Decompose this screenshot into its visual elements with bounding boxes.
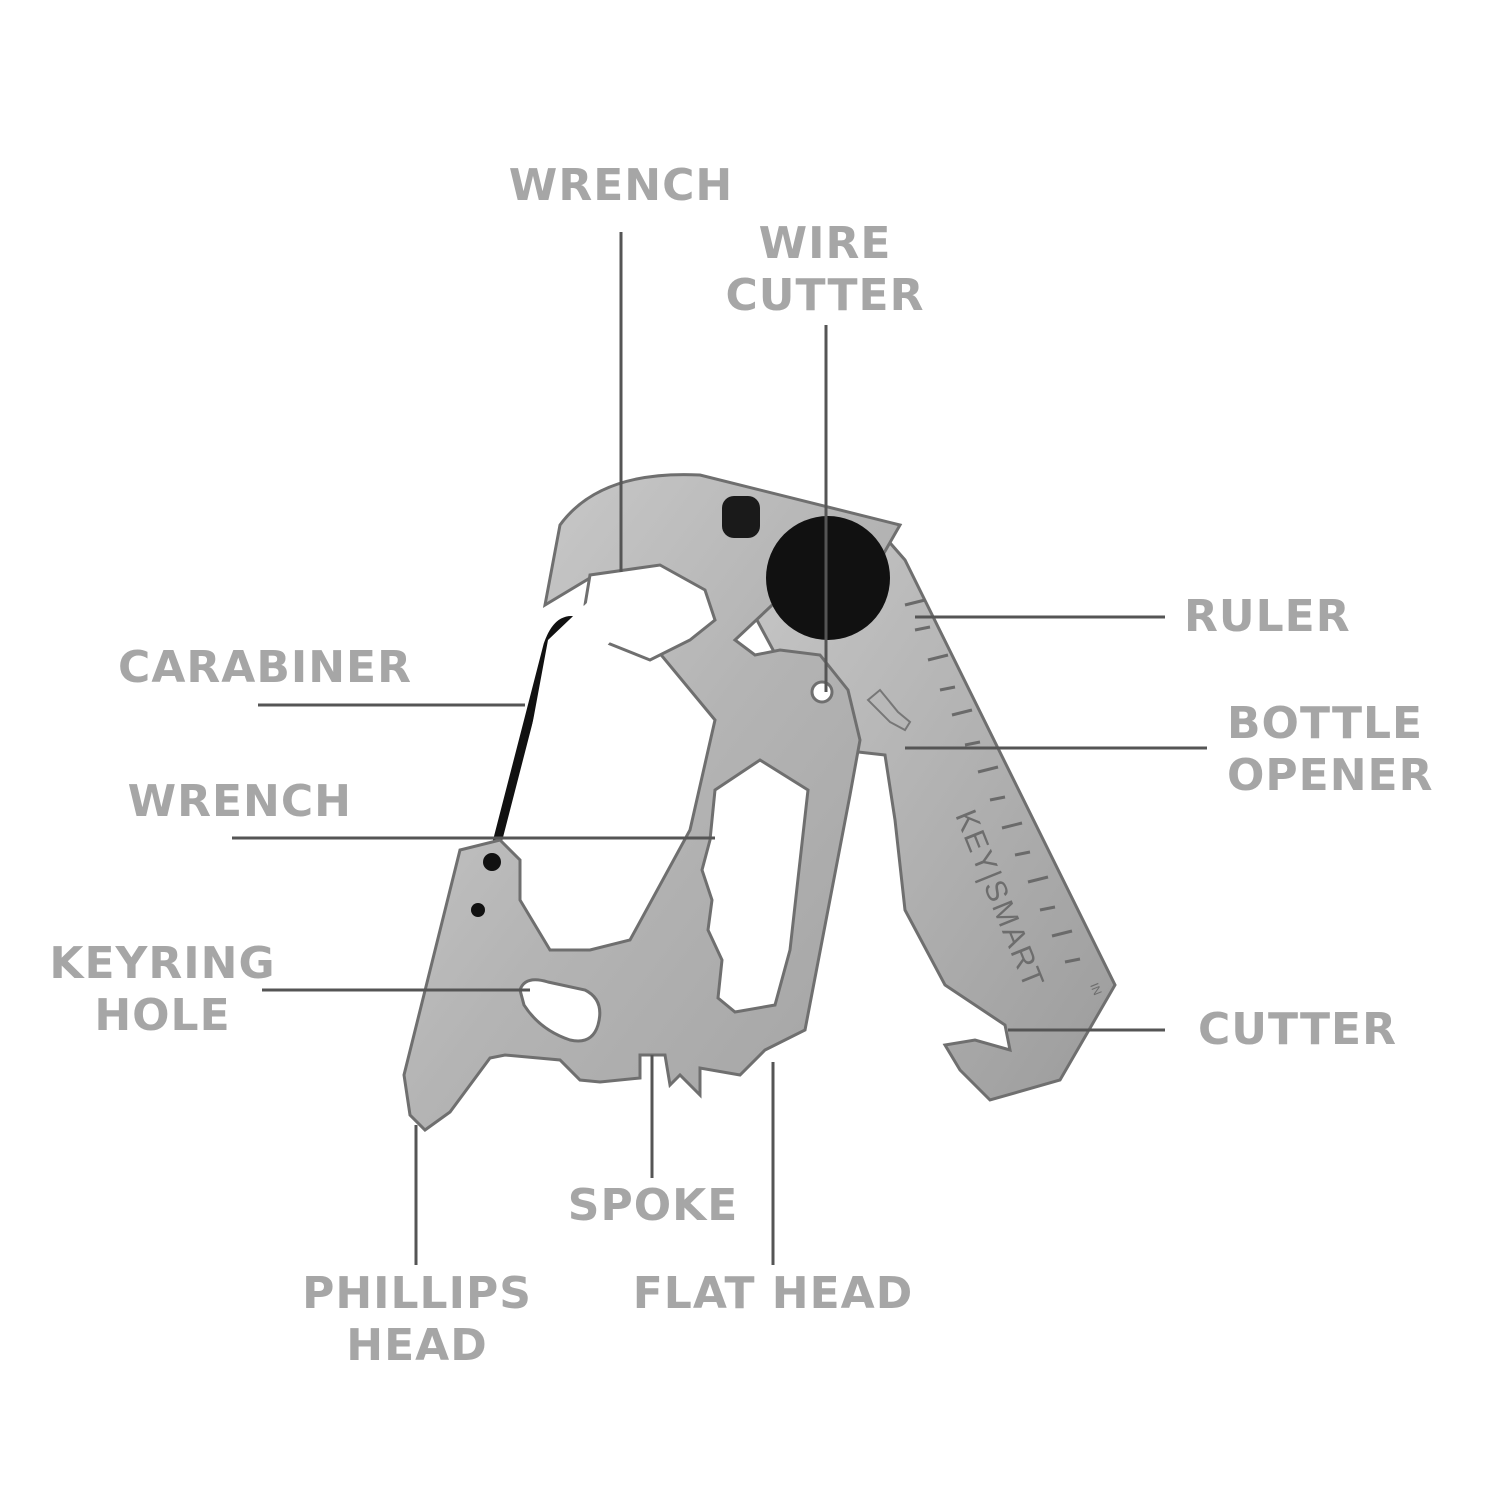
middle-wrench-slot [700, 758, 810, 1014]
wire-cutter-notch [810, 680, 834, 704]
ruler-ticks [904, 598, 1081, 964]
leader-lines [232, 232, 1207, 1265]
label-wire-cutter: WIRE CUTTER [710, 218, 940, 322]
label-carabiner: CARABINER [90, 642, 412, 694]
carabiner-opening [510, 600, 620, 845]
bottle-icon [866, 688, 912, 732]
label-flat-head: FLAT HEAD [612, 1268, 934, 1320]
label-wrench-middle-text: WRENCH [127, 776, 352, 827]
stop-pin [722, 496, 760, 538]
keyring-hole-shape [518, 978, 602, 1043]
label-bottle-opener: BOTTLE OPENER [1227, 698, 1467, 802]
label-wrench-top-text: WRENCH [508, 160, 734, 211]
label-wrench-middle: WRENCH [90, 776, 352, 828]
label-spoke: SPOKE [548, 1180, 758, 1232]
label-ruler: RULER [1184, 591, 1384, 643]
wire-end [483, 853, 501, 871]
ruler-unit: IN [1087, 981, 1104, 997]
label-phillips-head: PHILLIPS HEAD [290, 1268, 544, 1372]
label-keyring-hole-line2: HOLE [94, 990, 231, 1041]
label-wire-cutter-line1: WIRE [758, 218, 892, 269]
label-bottle-opener-line1: BOTTLE [1227, 698, 1424, 749]
label-keyring-hole: KEYRING HOLE [40, 938, 285, 1042]
label-bottle-opener-line2: OPENER [1227, 750, 1434, 801]
label-carabiner-text: CARABINER [118, 642, 412, 693]
label-cutter: CUTTER [1198, 1004, 1418, 1056]
top-wrench-cutout [583, 563, 717, 662]
label-wire-cutter-line2: CUTTER [725, 270, 925, 321]
label-spoke-text: SPOKE [567, 1180, 739, 1231]
pivot-rivet [766, 516, 890, 640]
label-phillips-head-line2: HEAD [346, 1320, 488, 1371]
label-cutter-text: CUTTER [1198, 1004, 1397, 1055]
small-hole [471, 903, 485, 917]
label-ruler-text: RULER [1184, 591, 1351, 642]
label-flat-head-text: FLAT HEAD [632, 1268, 914, 1319]
label-wrench-top: WRENCH [490, 160, 752, 212]
label-keyring-hole-line1: KEYRING [49, 938, 276, 989]
label-phillips-head-line1: PHILLIPS [302, 1268, 532, 1319]
